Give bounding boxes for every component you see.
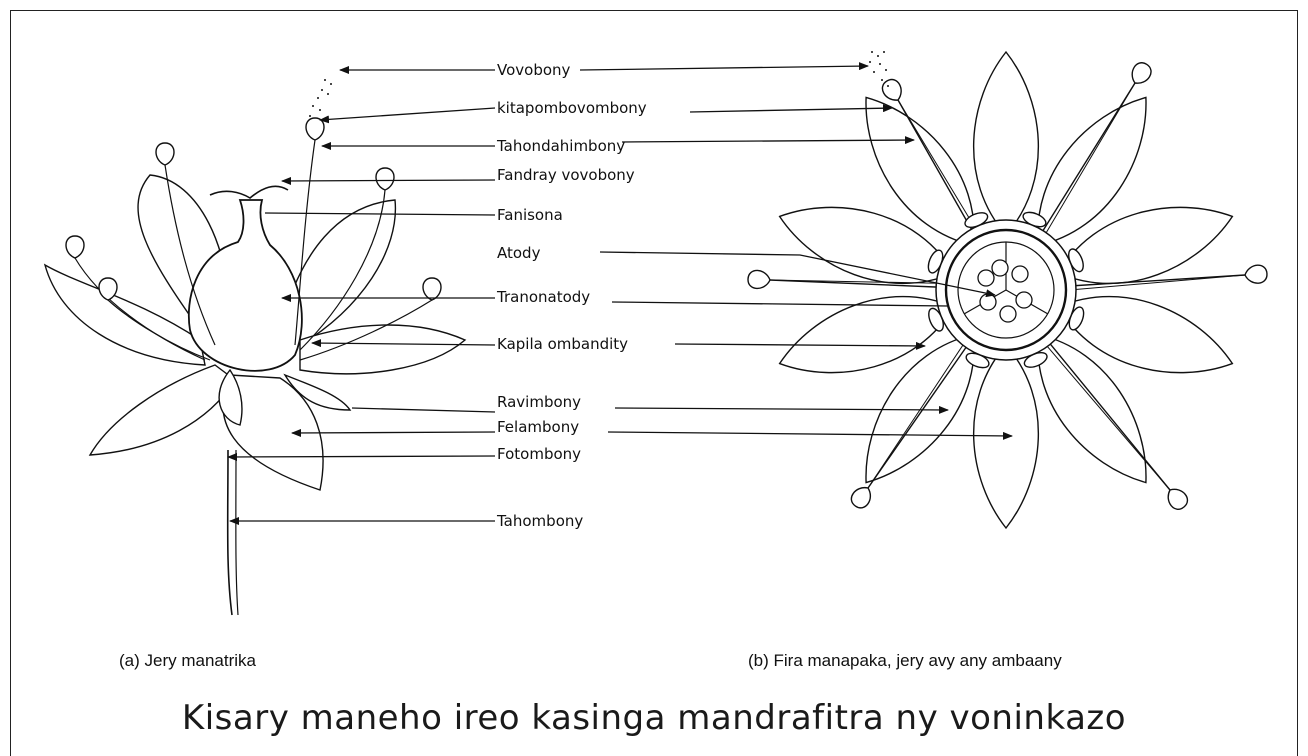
section-anther bbox=[848, 483, 875, 511]
section-anther bbox=[1244, 265, 1267, 284]
label-fandray-vovobony: Fandray vovobony bbox=[497, 166, 635, 184]
label-kitapombovombony: kitapombovombony bbox=[497, 99, 647, 117]
side-pollen bbox=[309, 79, 332, 117]
label-kapila-ombandity: Kapila ombandity bbox=[497, 335, 628, 353]
label-ravimbony: Ravimbony bbox=[497, 393, 581, 411]
part-labels: Vovobony kitapombovombony Tahondahimbony… bbox=[496, 61, 647, 530]
side-stigma bbox=[210, 186, 288, 198]
side-stem bbox=[228, 450, 232, 615]
side-petal-left-lower bbox=[90, 365, 235, 455]
section-petal bbox=[974, 52, 1039, 235]
caption-a: (a) Jery manatrika bbox=[119, 651, 256, 671]
label-tahombony: Tahombony bbox=[496, 512, 583, 530]
label-tranonatody: Tranonatody bbox=[496, 288, 590, 306]
section-view-flower bbox=[748, 52, 1268, 528]
section-anther bbox=[748, 270, 771, 289]
label-felambony: Felambony bbox=[497, 418, 579, 436]
section-anther bbox=[879, 76, 906, 104]
label-tahondahimbony: Tahondahimbony bbox=[496, 137, 625, 155]
section-anther bbox=[1127, 60, 1154, 88]
caption-b: (b) Fira manapaka, jery avy any ambaany bbox=[748, 651, 1062, 671]
label-vovobony: Vovobony bbox=[497, 61, 571, 79]
label-atody: Atody bbox=[497, 244, 541, 262]
label-fotombony: Fotombony bbox=[497, 445, 581, 463]
figure-title: Kisary maneho ireo kasinga mandrafitra n… bbox=[0, 698, 1308, 738]
section-anther bbox=[1163, 484, 1191, 512]
side-view-flower bbox=[45, 175, 465, 490]
label-fanisona: Fanisona bbox=[497, 206, 563, 224]
side-petal-right bbox=[300, 325, 465, 374]
